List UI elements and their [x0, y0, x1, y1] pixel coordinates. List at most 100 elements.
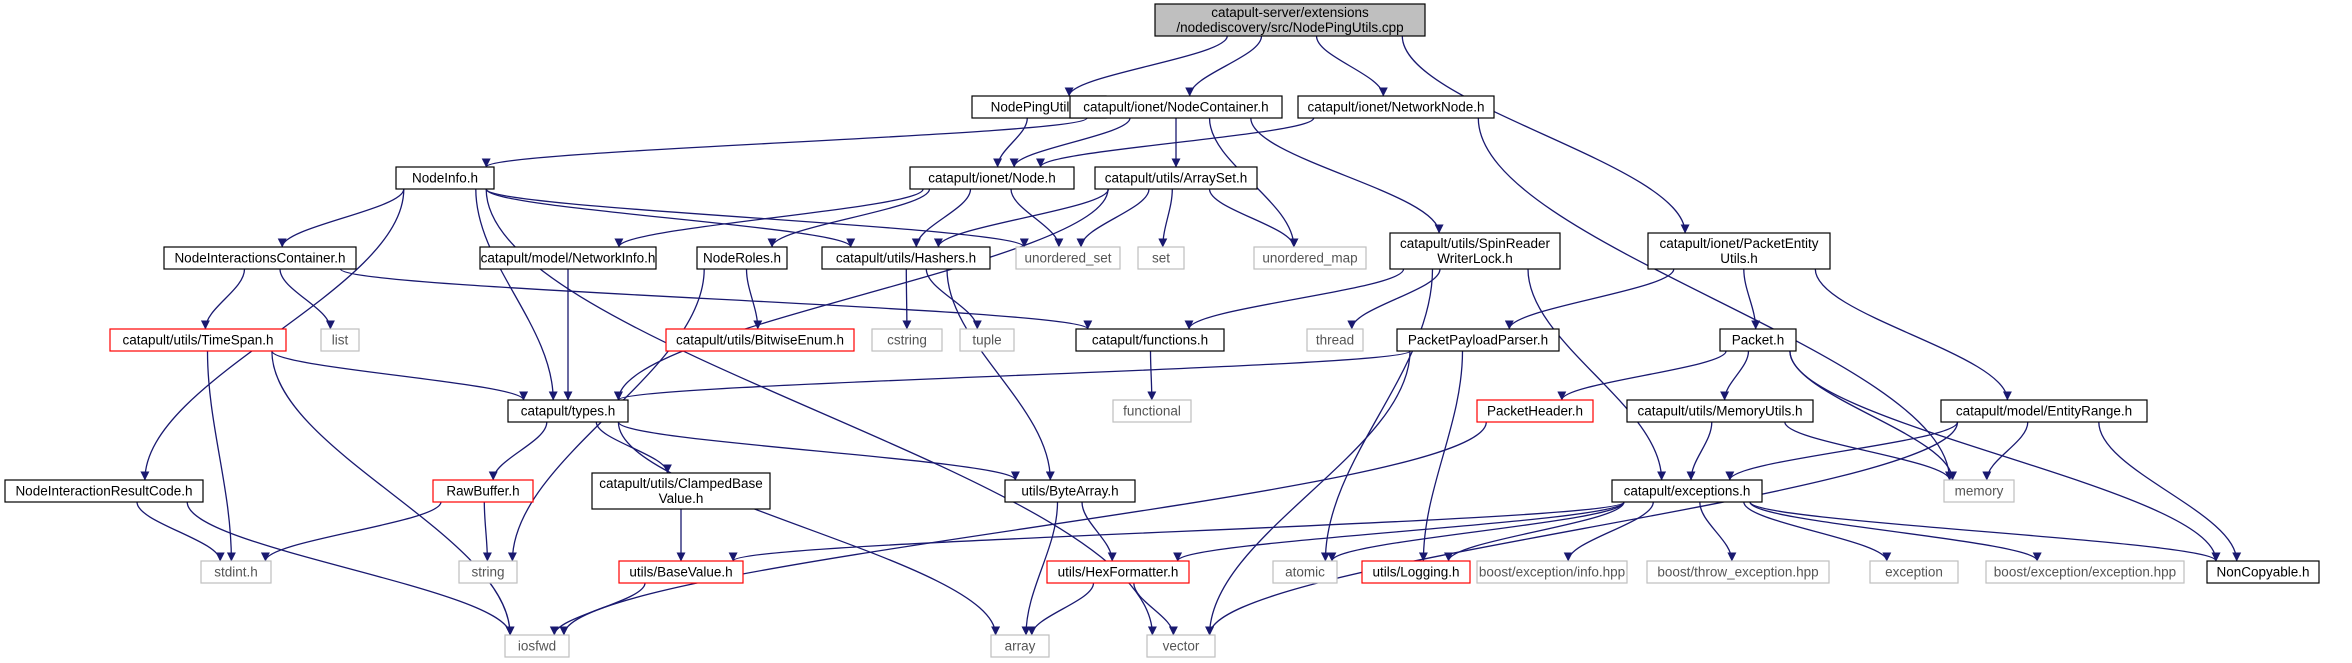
node-box: [507, 399, 629, 423]
node-types-h[interactable]: catapult/types.h: [507, 399, 629, 423]
edge-nodeinteractionscontainer_h-to-list: [279, 268, 335, 330]
node-networkinfo-h[interactable]: catapult/model/NetworkInfo.h: [479, 246, 657, 270]
node-node-h[interactable]: catapult/ionet/Node.h: [909, 166, 1075, 190]
node-hexformatter-h[interactable]: utils/HexFormatter.h: [1046, 560, 1190, 584]
node-box: [1719, 328, 1797, 352]
node-bitwiseenum-h[interactable]: catapult/utils/BitwiseEnum.h: [665, 328, 855, 352]
node-nodeinfo-h[interactable]: NodeInfo.h: [395, 166, 495, 190]
node-box: [1611, 479, 1763, 503]
node-box: [4, 479, 204, 503]
node-arrayset-h[interactable]: catapult/utils/ArraySet.h: [1094, 166, 1258, 190]
node-nodeinteractionresultcode-h[interactable]: NodeInteractionResultCode.h: [4, 479, 204, 503]
edge-networknode_h-to-memory: [1477, 117, 1955, 481]
node-noderoles-h[interactable]: NodeRoles.h: [696, 246, 788, 270]
node-box: [1046, 560, 1190, 584]
node-label: boost/throw_exception.hpp: [1657, 565, 1818, 580]
edge-entityrange_h-to-memory: [1982, 421, 2029, 481]
node-exceptions-h[interactable]: catapult/exceptions.h: [1611, 479, 1763, 503]
node-box: [871, 328, 943, 352]
node-box: [591, 472, 771, 510]
node-box: [1253, 246, 1367, 270]
edge-nodeinteractionscontainer_h-to-timespan_h: [200, 268, 246, 330]
node-label: catapult/ionet/NodeContainer.h: [1083, 100, 1268, 115]
node-entityrange-h[interactable]: catapult/model/EntityRange.h: [1940, 399, 2148, 423]
edge-nodeinfo_h-to-hashers_h: [485, 188, 856, 248]
edge-rawbuffer_h-to-stdint_h: [260, 501, 442, 562]
node-box: [320, 328, 360, 352]
edge-nodeinfo_h-to-nodeinteractionscontainer_h: [277, 188, 405, 248]
node-label: unordered_map: [1262, 251, 1357, 266]
node-label: catapult/exceptions.h: [1624, 484, 1751, 499]
edge-packetpayloadparser_h-to-types_h: [614, 350, 1411, 401]
node-timespan-h[interactable]: catapult/utils/TimeSpan.h: [109, 328, 287, 352]
edge-exceptions_h-to-logging_h: [1444, 501, 1625, 562]
node-label: Packet.h: [1732, 333, 1785, 348]
node-basevalue-h[interactable]: utils/BaseValue.h: [618, 560, 744, 584]
edge-nodeinteractionresultcode_h-to-stdint_h: [136, 501, 225, 562]
edge-nodecontainer_h-to-node_h: [1009, 117, 1131, 168]
node-packetpayloadparser-h[interactable]: PacketPayloadParser.h: [1396, 328, 1560, 352]
edge-exceptions_h-to-atomic: [1327, 501, 1625, 562]
node-label: catapult/functions.h: [1092, 333, 1208, 348]
node-box: [1476, 560, 1628, 584]
node-label: list: [332, 333, 349, 348]
edge-timespan_h-to-iosfwd: [271, 350, 515, 636]
node-nodeinteractionscontainer-h[interactable]: NodeInteractionsContainer.h: [163, 246, 357, 270]
edge-arrayset_h-to-types_h: [613, 188, 1109, 401]
edge-packetpayloadparser_h-to-vector: [1205, 350, 1411, 636]
edge-packetentityutils_h-to-packetpayloadparser_h: [1504, 268, 1675, 330]
node-nodecontainer-h[interactable]: catapult/ionet/NodeContainer.h: [1069, 95, 1283, 119]
node-label: utils/HexFormatter.h: [1058, 565, 1179, 580]
node-list: list: [320, 328, 360, 352]
node-box: [504, 634, 570, 658]
edge-node_h-to-networkinfo_h: [614, 188, 924, 248]
node-packetheader-h[interactable]: PacketHeader.h: [1476, 399, 1594, 423]
node-root[interactable]: catapult-server/extensions/nodediscovery…: [1154, 3, 1426, 37]
node-networknode-h[interactable]: catapult/ionet/NetworkNode.h: [1297, 95, 1495, 119]
node-label: Value.h: [659, 491, 704, 506]
node-box: [1389, 232, 1561, 270]
node-box: [395, 166, 495, 190]
node-box: [1306, 328, 1364, 352]
node-hashers-h[interactable]: catapult/utils/Hashers.h: [821, 246, 991, 270]
edge-packetentityutils_h-to-entityrange_h: [1814, 268, 2012, 401]
edge-memoryutils_h-to-memory: [1784, 421, 1955, 481]
node-logging-h[interactable]: utils/Logging.h: [1361, 560, 1471, 584]
node-box: [1094, 166, 1258, 190]
node-label: /nodediscovery/src/NodePingUtils.cpp: [1176, 20, 1403, 35]
node-label: utils/BaseValue.h: [629, 565, 732, 580]
node-box: [618, 560, 744, 584]
node-functions-h[interactable]: catapult/functions.h: [1075, 328, 1225, 352]
edge-nodepingutils_h-to-node_h: [993, 117, 1028, 168]
node-label: WriterLock.h: [1437, 251, 1513, 266]
node-label: unordered_set: [1024, 251, 1111, 266]
node-label: boost/exception/info.hpp: [1479, 565, 1625, 580]
node-label: stdint.h: [214, 565, 258, 580]
edge-basevalue_h-to-iosfwd: [549, 582, 646, 636]
edge-rawbuffer_h-to-string: [482, 501, 492, 562]
node-packet-h[interactable]: Packet.h: [1719, 328, 1797, 352]
node-box: [665, 328, 855, 352]
node-cstring: cstring: [871, 328, 943, 352]
edge-entityrange_h-to-noncopyable_h: [2098, 421, 2242, 562]
node-noncopyable-h[interactable]: NonCopyable.h: [2206, 560, 2320, 584]
node-label: catapult/utils/TimeSpan.h: [122, 333, 273, 348]
edge-types_h-to-array: [617, 421, 1001, 636]
node-stdint-h: stdint.h: [200, 560, 272, 584]
node-boost-info: boost/exception/info.hpp: [1476, 560, 1628, 584]
node-label: functional: [1123, 404, 1181, 419]
node-label: PacketPayloadParser.h: [1408, 333, 1548, 348]
node-label: utils/ByteArray.h: [1021, 484, 1118, 499]
node-label: catapult/utils/Hashers.h: [836, 251, 976, 266]
node-memoryutils-h[interactable]: catapult/utils/MemoryUtils.h: [1626, 399, 1814, 423]
node-box: [1137, 246, 1185, 270]
node-label: catapult/ionet/NetworkNode.h: [1307, 100, 1484, 115]
node-rawbuffer-h[interactable]: RawBuffer.h: [432, 479, 534, 503]
edge-node_h-to-unordered_set: [1010, 188, 1064, 248]
node-bytearray-h[interactable]: utils/ByteArray.h: [1004, 479, 1136, 503]
node-label: string: [471, 565, 504, 580]
